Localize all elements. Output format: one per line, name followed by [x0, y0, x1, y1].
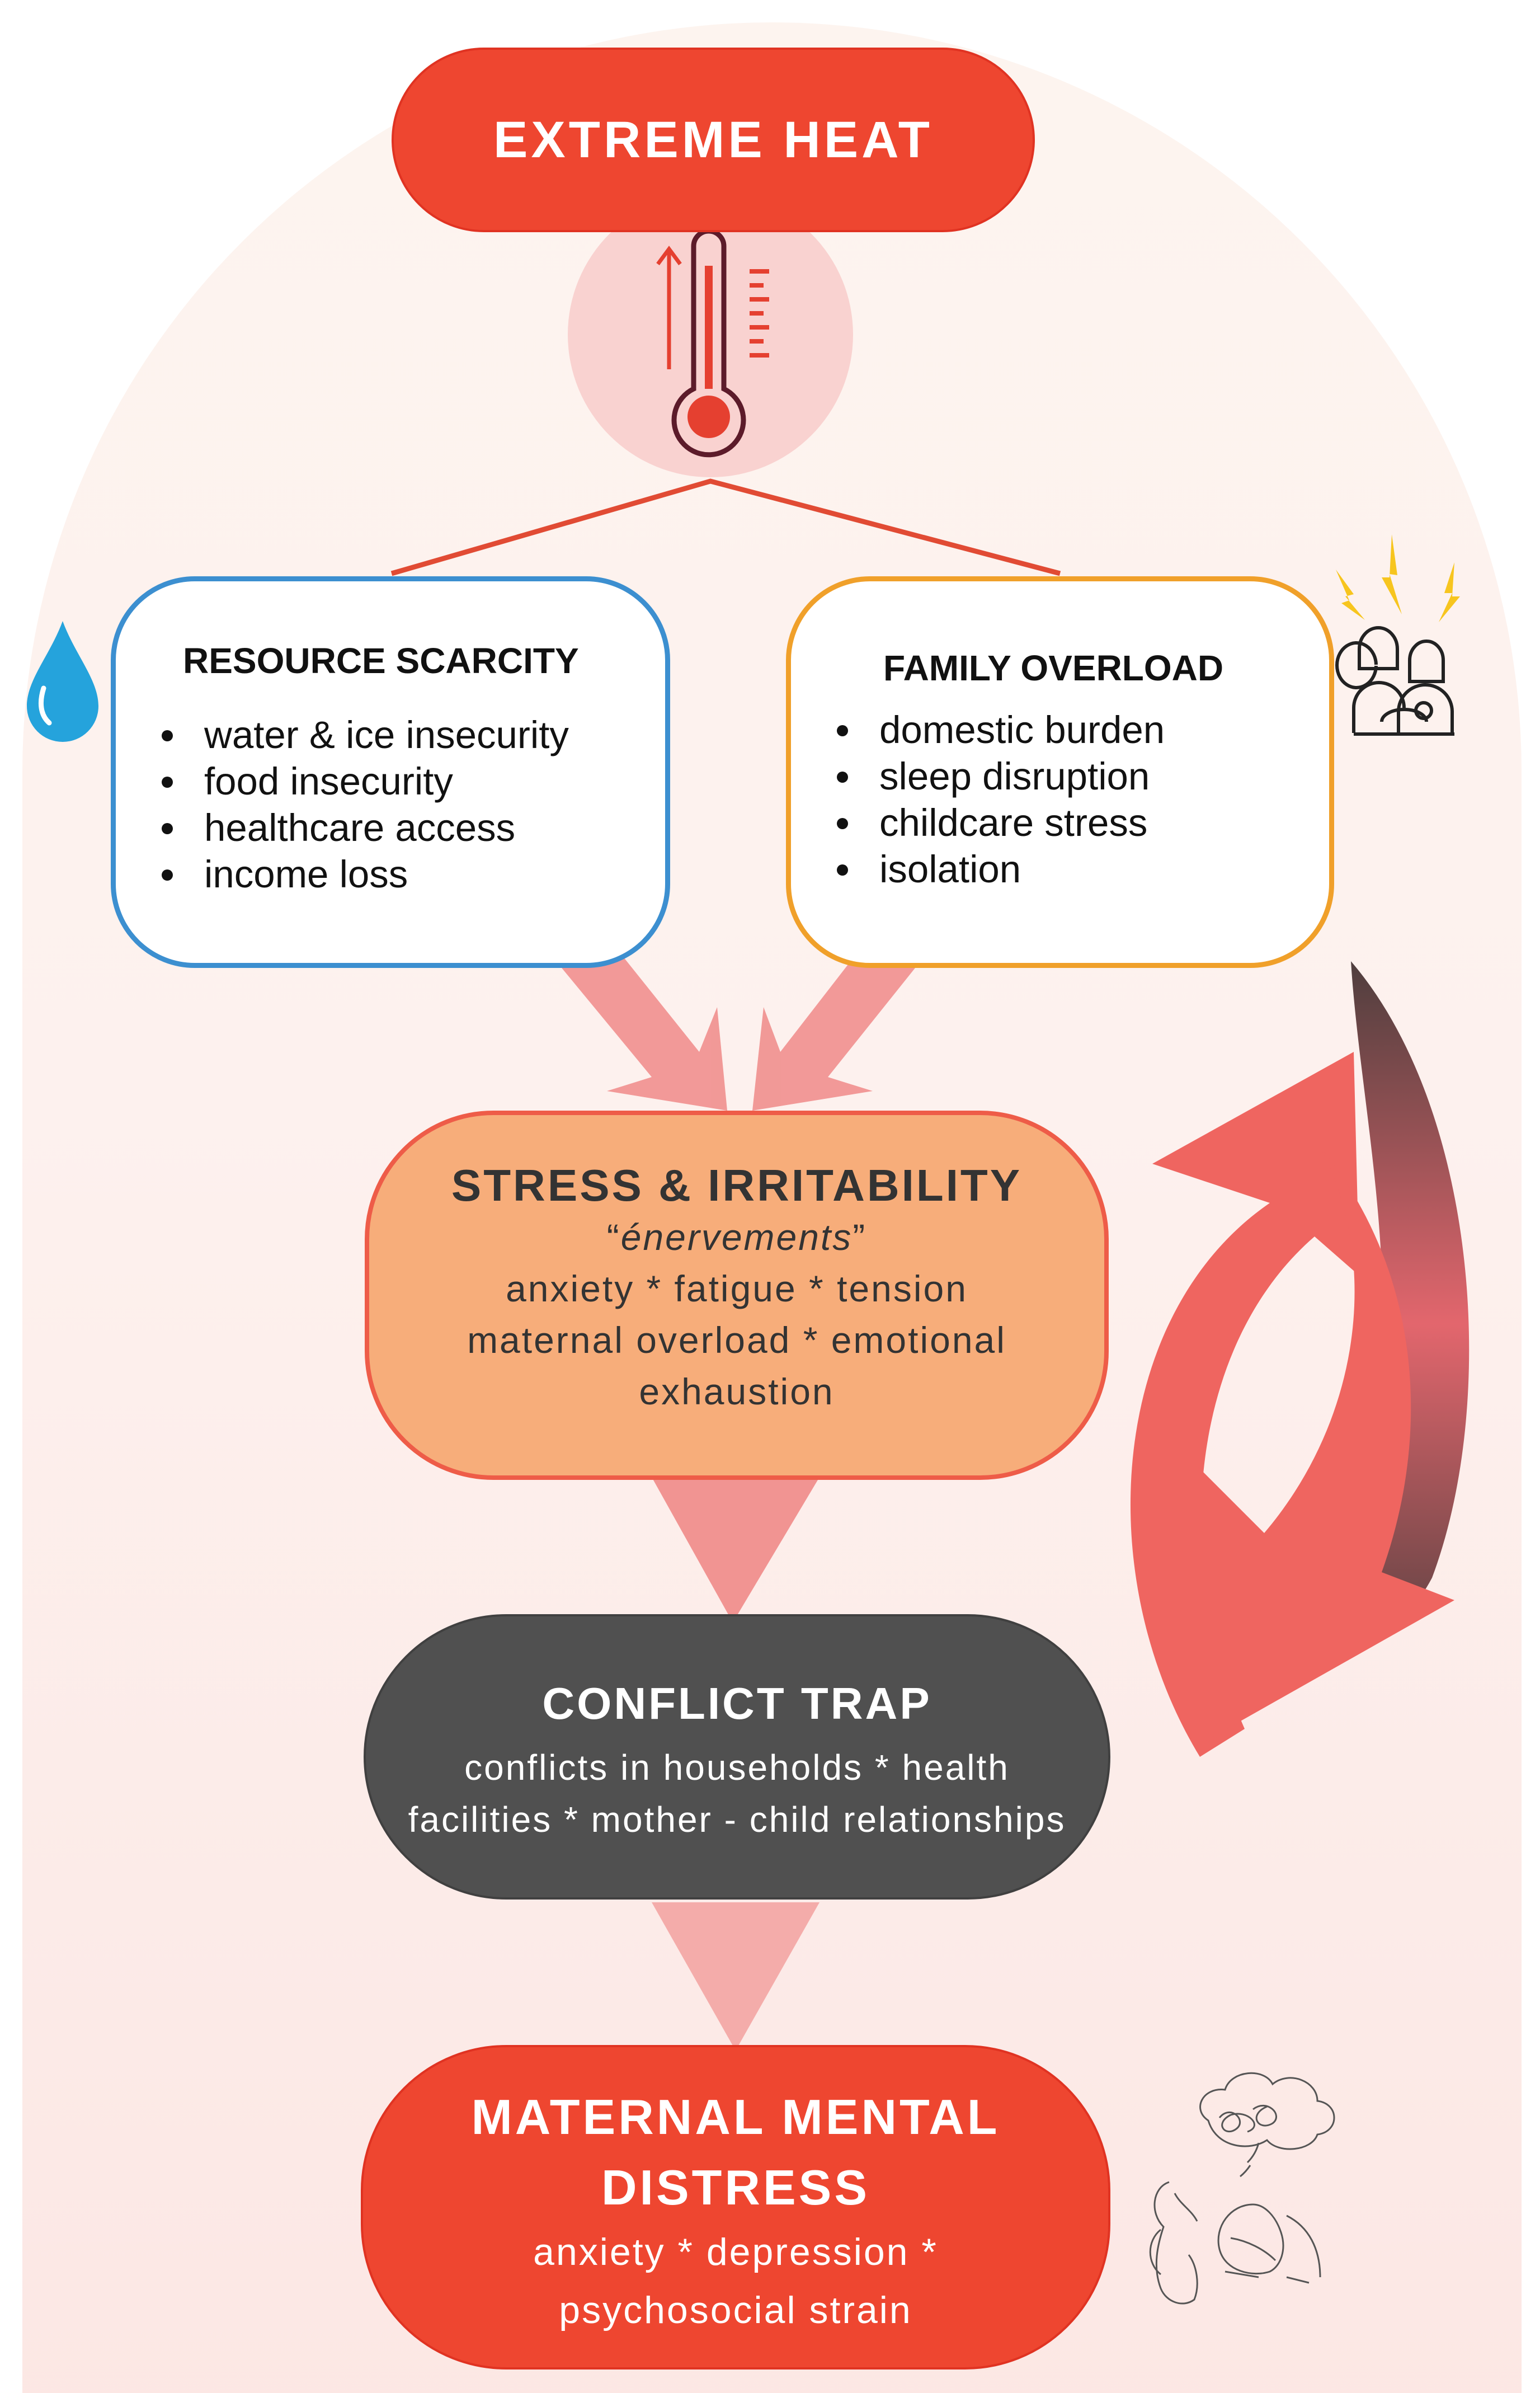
branch-connector: [390, 478, 1061, 576]
list-item: sleep disruption: [836, 753, 1329, 800]
stress-line-1: anxiety * fatigue * tension: [506, 1268, 968, 1309]
extreme-heat-title: EXTREME HEAT: [493, 111, 933, 168]
list-item: childcare stress: [836, 800, 1329, 846]
stress-quote: “énervements”: [369, 1211, 1104, 1263]
list-item: food insecurity: [161, 758, 665, 805]
conflict-line-1: conflicts in households * health: [464, 1747, 1010, 1788]
maternal-distress-title-2: DISTRESS: [601, 2160, 870, 2215]
list-item: income loss: [161, 851, 665, 897]
conflict-trap-box: CONFLICT TRAP conflicts in households * …: [364, 1614, 1110, 1900]
extreme-heat-box: EXTREME HEAT: [392, 48, 1035, 232]
family-overload-box: FAMILY OVERLOAD domestic burden sleep di…: [786, 576, 1334, 968]
quote-open-mark: “: [606, 1216, 621, 1258]
stress-irritability-box: STRESS & IRRITABILITY “énervements” anxi…: [365, 1111, 1109, 1480]
resource-scarcity-title: RESOURCE SCARCITY: [183, 641, 579, 681]
arrow-stress-to-conflict: [652, 1477, 820, 1623]
feedback-loop-arrows: [1130, 961, 1470, 1757]
arrow-conflict-to-distress: [652, 1902, 820, 2051]
water-drop-icon: [27, 621, 98, 742]
distress-line-2: psychosocial strain: [559, 2289, 912, 2331]
conflict-line-2: facilities * mother - child relationship…: [408, 1799, 1066, 1840]
conflict-trap-title: CONFLICT TRAP: [542, 1679, 932, 1728]
thermometer-icon: [568, 192, 853, 477]
quote-close-mark: ”: [853, 1216, 867, 1258]
stress-quote-word: énervements: [620, 1216, 853, 1258]
family-icon: [1335, 626, 1454, 736]
distressed-mother-icon: [1149, 2072, 1335, 2305]
stress-line-3: exhaustion: [639, 1371, 835, 1412]
distress-line-1: anxiety * depression *: [533, 2231, 938, 2273]
resource-scarcity-list: water & ice insecurity food insecurity h…: [162, 712, 665, 897]
stress-irritability-title: STRESS & IRRITABILITY: [451, 1160, 1023, 1210]
list-item: isolation: [836, 846, 1329, 892]
list-item: water & ice insecurity: [161, 712, 665, 758]
resource-scarcity-box: RESOURCE SCARCITY water & ice insecurity…: [111, 576, 670, 968]
list-item: domestic burden: [836, 707, 1329, 753]
stress-line-2: maternal overload * emotional: [467, 1319, 1006, 1361]
family-overload-title: FAMILY OVERLOAD: [883, 648, 1224, 688]
lightning-icon: [1336, 534, 1460, 622]
maternal-distress-box: MATERNAL MENTAL DISTRESS anxiety * depre…: [361, 2045, 1110, 2370]
maternal-distress-title-1: MATERNAL MENTAL: [471, 2089, 1000, 2145]
family-overload-list: domestic burden sleep disruption childca…: [836, 707, 1329, 892]
converging-arrows: [559, 940, 917, 1111]
list-item: healthcare access: [161, 805, 665, 851]
